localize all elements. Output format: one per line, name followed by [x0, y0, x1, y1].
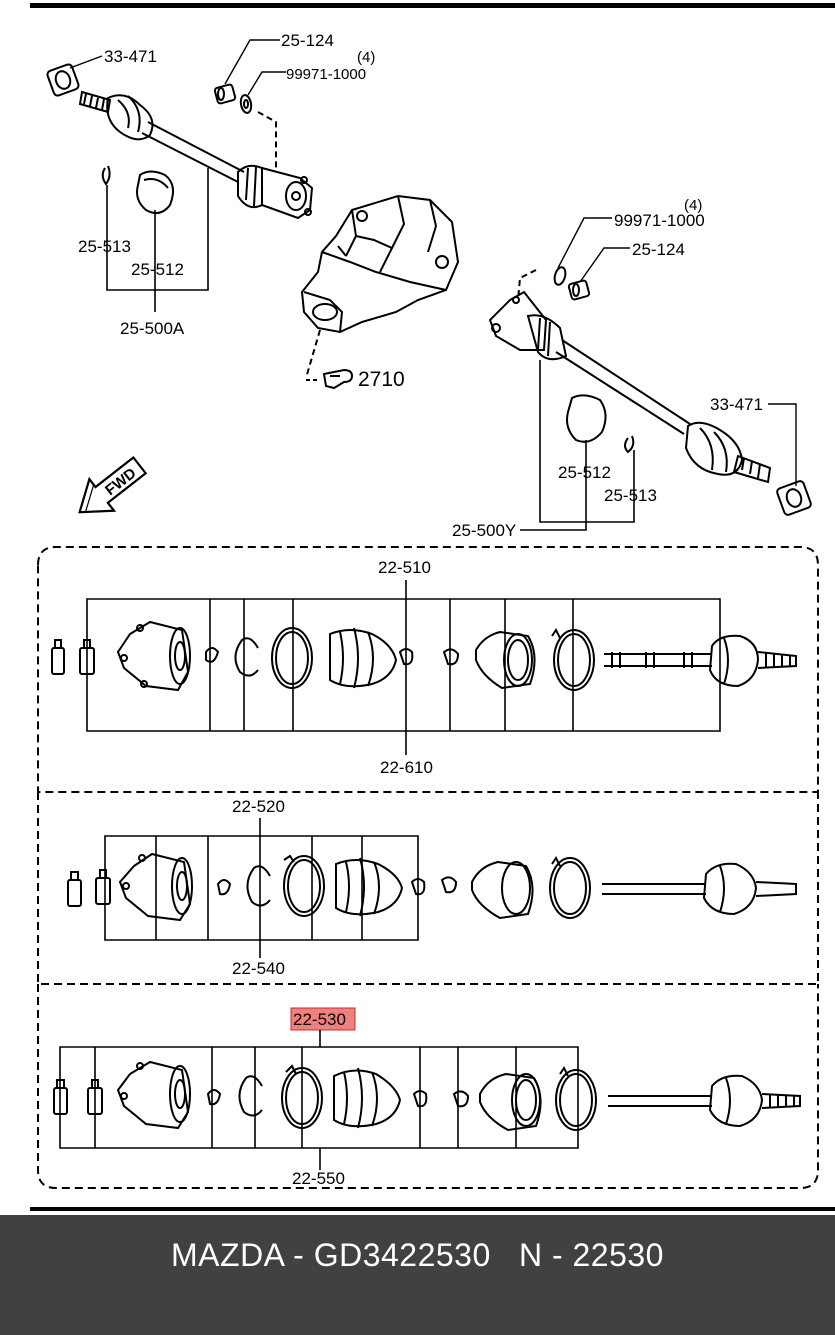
- left-bolt: [213, 83, 237, 105]
- kit-22-510: [51, 580, 797, 755]
- label-25-124-left: 25-124: [281, 31, 334, 50]
- footer-part-number: MAZDA - GD3422530 N - 22530: [171, 1237, 664, 1273]
- footer-bar: MAZDA - GD3422530 N - 22530: [0, 1215, 835, 1335]
- label-25-512-right: 25-512: [558, 463, 611, 482]
- label-22-610: 22-610: [380, 758, 433, 777]
- bottom-border: [30, 1207, 835, 1211]
- label-qty-right: (4): [684, 197, 702, 214]
- right-hub-nut: [776, 480, 812, 516]
- fwd-arrow: FWD: [78, 455, 148, 514]
- label-25-513-left: 25-513: [78, 237, 131, 256]
- label-qty-left: (4): [357, 49, 375, 66]
- label-25-500a: 25-500A: [120, 319, 185, 338]
- kit-22-520: [67, 818, 797, 958]
- label-22-550: 22-550: [292, 1169, 345, 1188]
- left-hub-nut: [46, 63, 80, 97]
- label-22-520: 22-520: [232, 797, 285, 816]
- label-99971-1000-right: 99971-1000: [614, 211, 705, 230]
- highlight-22-530: [290, 1007, 356, 1031]
- label-25-512-left: 25-512: [131, 260, 184, 279]
- detail-frame: [37, 546, 819, 1189]
- label-99971-1000-left: 99971-1000: [286, 66, 366, 83]
- top-border: [30, 3, 835, 8]
- label-33-471-right: 33-471: [710, 395, 763, 414]
- label-2710: 2710: [358, 368, 405, 391]
- label-22-540: 22-540: [232, 959, 285, 978]
- kit-22-530: [53, 1030, 801, 1170]
- label-22-530: 22-530: [293, 1010, 346, 1029]
- label-22-510: 22-510: [378, 558, 431, 577]
- label-25-124-right: 25-124: [632, 240, 685, 259]
- differential-housing: [300, 194, 460, 390]
- label-25-513-right: 25-513: [604, 486, 657, 505]
- left-driveshaft: [46, 39, 314, 312]
- right-driveshaft: [488, 217, 812, 531]
- label-33-471-left: 33-471: [104, 47, 157, 66]
- parts-diagram: 33-471 25-124 (4) 99971-1000 25-513 25-5…: [30, 3, 835, 1211]
- label-25-500y: 25-500Y: [452, 521, 516, 540]
